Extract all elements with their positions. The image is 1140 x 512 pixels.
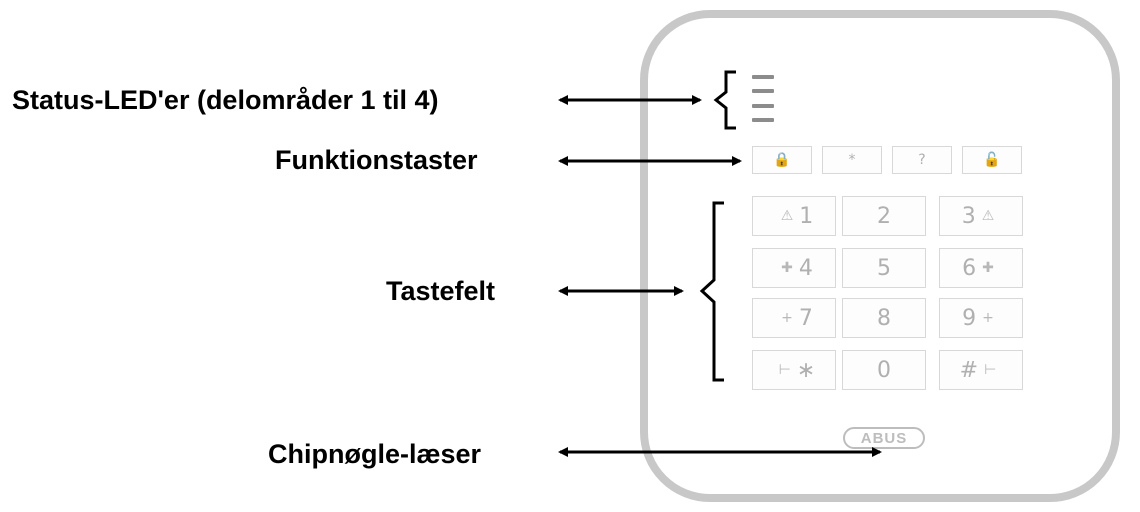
key-label: 3 bbox=[961, 203, 976, 229]
callout-function-keys: Funktionstaster bbox=[275, 145, 478, 175]
bracket-keypad bbox=[699, 201, 724, 382]
status-led-4 bbox=[752, 118, 774, 122]
keypad-key-2[interactable]: 3⚠ bbox=[939, 196, 1023, 236]
key-label: 0 bbox=[877, 357, 891, 383]
status-led-2 bbox=[752, 89, 774, 93]
key-symbol-icon: ✚ bbox=[982, 260, 994, 276]
key-label: # bbox=[959, 357, 979, 383]
key-symbol-icon: ⚠ bbox=[780, 208, 794, 224]
status-led-3 bbox=[752, 104, 774, 108]
key-symbol-icon: ⚠ bbox=[981, 208, 995, 224]
key-label: ∗ bbox=[796, 357, 816, 383]
function-key-help[interactable]: ? bbox=[892, 146, 952, 174]
callout-keypad: Tastefelt bbox=[386, 276, 496, 306]
keypad-key-4[interactable]: 5 bbox=[842, 248, 926, 288]
function-key-star[interactable]: * bbox=[822, 146, 882, 174]
keypad-key-11[interactable]: #⊢ bbox=[939, 350, 1023, 390]
abus-logo: ABUS bbox=[843, 427, 925, 449]
key-label: 8 bbox=[877, 305, 891, 331]
keypad-key-8[interactable]: 9+ bbox=[939, 298, 1023, 338]
keypad-key-10[interactable]: 0 bbox=[842, 350, 926, 390]
keypad-key-6[interactable]: +7 bbox=[752, 298, 836, 338]
function-key-unlock[interactable]: 🔓 bbox=[962, 146, 1022, 174]
status-led-1 bbox=[752, 75, 774, 79]
key-label: 9 bbox=[962, 305, 977, 331]
keypad-key-0[interactable]: ⚠1 bbox=[752, 196, 836, 236]
function-key-lock[interactable]: 🔒 bbox=[752, 146, 812, 174]
key-label: 5 bbox=[877, 255, 891, 281]
keypad-key-3[interactable]: ✚4 bbox=[752, 248, 836, 288]
key-label: 7 bbox=[798, 305, 813, 331]
callout-status-leds: Status-LED'er (delområder 1 til 4) bbox=[12, 85, 439, 115]
keypad-key-1[interactable]: 2 bbox=[842, 196, 926, 236]
key-label: 1 bbox=[799, 203, 814, 229]
keypad-key-5[interactable]: 6✚ bbox=[939, 248, 1023, 288]
keypad-key-7[interactable]: 8 bbox=[842, 298, 926, 338]
bracket-status-leds bbox=[713, 70, 736, 130]
keypad-key-9[interactable]: ⊢∗ bbox=[752, 350, 836, 390]
callout-chip-reader: Chipnøgle-læser bbox=[268, 439, 482, 469]
key-symbol-icon: ✚ bbox=[781, 260, 793, 276]
key-symbol-icon: ⊢ bbox=[984, 362, 997, 378]
key-label: 4 bbox=[798, 255, 813, 281]
key-symbol-icon: ⊢ bbox=[778, 362, 791, 378]
key-symbol-icon: + bbox=[781, 310, 793, 326]
key-label: 6 bbox=[962, 255, 977, 281]
key-symbol-icon: + bbox=[982, 310, 994, 326]
key-label: 2 bbox=[877, 203, 891, 229]
